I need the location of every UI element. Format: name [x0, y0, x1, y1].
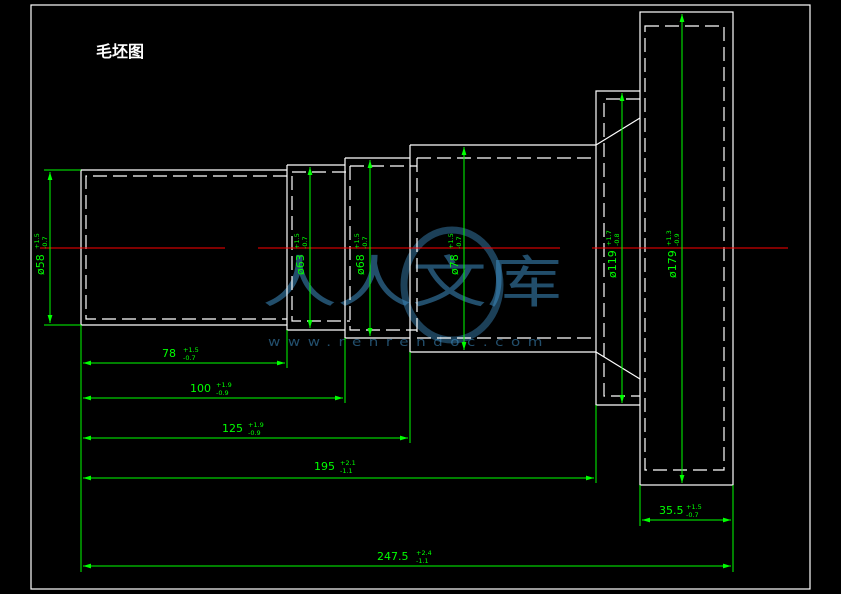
svg-text:-0.9: -0.9: [673, 233, 681, 246]
length-label: 247.5 +2.4 -1.1: [377, 549, 432, 565]
svg-text:+1.5: +1.5: [447, 233, 455, 249]
svg-text:-0.7: -0.7: [686, 511, 699, 519]
diameter-label: ø119 +1.7 -0.8: [605, 230, 621, 278]
diameter-label: ø68 +1.5 -0.7: [353, 233, 369, 275]
svg-text:-0.8: -0.8: [613, 233, 621, 246]
svg-text:+1.9: +1.9: [248, 421, 264, 429]
watermark-logo-icon: [400, 226, 504, 344]
svg-text:-0.9: -0.9: [248, 429, 261, 437]
svg-text:+1.3: +1.3: [665, 230, 673, 246]
svg-text:+1.5: +1.5: [33, 233, 41, 249]
svg-text:78: 78: [162, 347, 176, 360]
svg-text:-0.7: -0.7: [455, 236, 463, 249]
svg-text:35.5: 35.5: [659, 504, 684, 517]
svg-text:125: 125: [222, 422, 243, 435]
svg-text:ø78: ø78: [448, 254, 461, 275]
svg-text:ø68: ø68: [354, 254, 367, 275]
svg-text:+1.5: +1.5: [293, 233, 301, 249]
length-label: 100 +1.9 -0.9: [190, 381, 232, 397]
svg-text:+1.7: +1.7: [605, 230, 613, 246]
svg-text:+2.4: +2.4: [416, 549, 432, 557]
svg-text:-0.7: -0.7: [301, 236, 309, 249]
svg-text:195: 195: [314, 460, 335, 473]
length-label: 78 +1.5 -0.7: [162, 346, 199, 362]
svg-text:ø119: ø119: [606, 250, 619, 278]
svg-text:+2.1: +2.1: [340, 459, 356, 467]
svg-text:ø58: ø58: [34, 254, 47, 275]
diameter-dimensions: [44, 14, 685, 483]
length-labels: 78 +1.5 -0.7 100 +1.9 -0.9 125 +1.9 -0.9…: [162, 346, 702, 565]
svg-text:100: 100: [190, 382, 211, 395]
watermark-text: 人人文库: [262, 251, 562, 316]
diameter-label: ø179 +1.3 -0.9: [665, 230, 681, 278]
diameter-label: ø78 +1.5 -0.7: [447, 233, 463, 275]
svg-text:247.5: 247.5: [377, 550, 409, 563]
diameter-label: ø63 +1.5 -0.7: [293, 233, 309, 275]
svg-text:+1.9: +1.9: [216, 381, 232, 389]
svg-text:-0.9: -0.9: [216, 389, 229, 397]
svg-text:-0.7: -0.7: [183, 354, 196, 362]
watermark-url: www.renrendoc.com: [268, 335, 550, 349]
svg-text:ø63: ø63: [294, 254, 307, 275]
svg-text:+1.5: +1.5: [686, 503, 702, 511]
svg-text:+1.5: +1.5: [183, 346, 199, 354]
length-label: 195 +2.1 -1.1: [314, 459, 356, 475]
diameter-label: ø58 +1.5 -0.7: [33, 233, 49, 275]
length-label: 35.5 +1.5 -0.7: [659, 503, 702, 519]
length-label: 125 +1.9 -0.9: [222, 421, 264, 437]
svg-text:ø179: ø179: [666, 250, 679, 278]
svg-text:-0.7: -0.7: [361, 236, 369, 249]
svg-text:-1.1: -1.1: [416, 557, 429, 565]
svg-text:-0.7: -0.7: [41, 236, 49, 249]
diameter-labels: ø58 +1.5 -0.7 ø63 +1.5 -0.7 ø68 +1.5 -0.…: [33, 230, 681, 278]
length-dimensions: [80, 325, 734, 572]
drawing-title: 毛坯图: [96, 42, 144, 61]
svg-text:-1.1: -1.1: [340, 467, 353, 475]
drawing-frame: [30, 4, 811, 590]
svg-text:+1.5: +1.5: [353, 233, 361, 249]
